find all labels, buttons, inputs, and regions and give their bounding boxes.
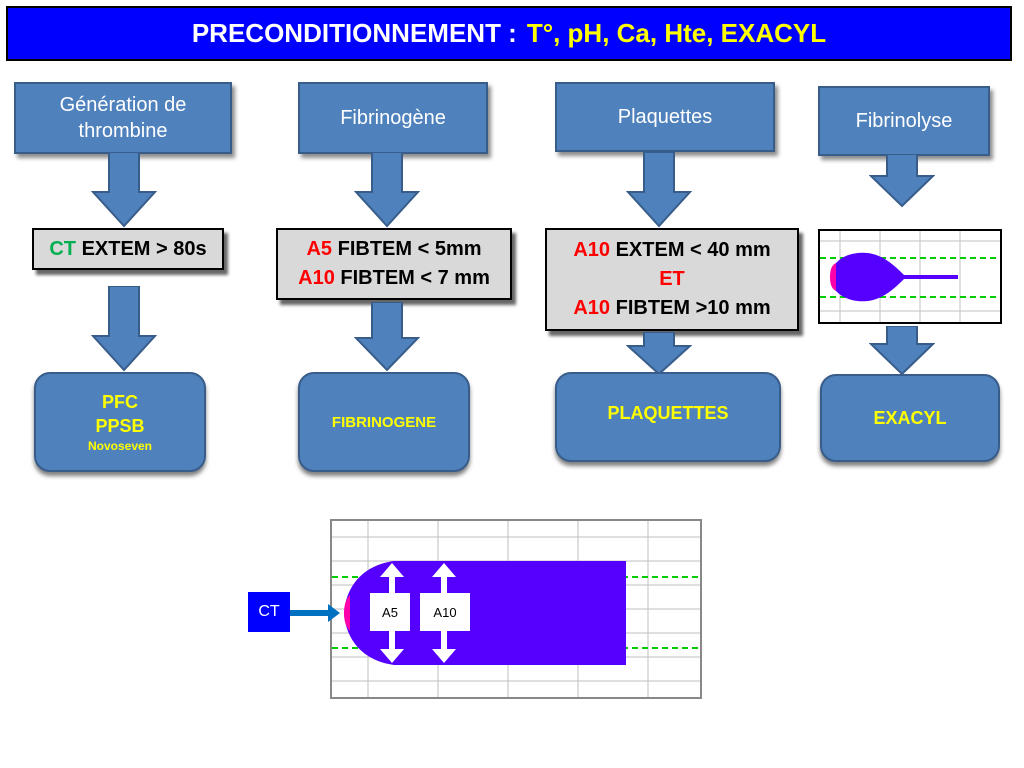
treatment-pfc: PFC [102,391,138,412]
title-highlight: T°, pH, Ca, Hte, EXACYL [526,18,827,48]
criteria-line: A5 FIBTEM < 5mm [306,235,481,264]
criteria-text: A10 [573,239,611,261]
down-arrow-icon [91,152,157,228]
criteria-line: A10 FIBTEM >10 mm [573,294,770,323]
criteria-text: FIBTEM < 5mm [332,238,482,260]
criteria-line: A10 EXTEM < 40 mm [573,236,770,265]
title-bar: PRECONDITIONNEMENT : T°, pH, Ca, Hte, EX… [6,6,1012,61]
criteria-text: FIBTEM >10 mm [610,297,771,319]
criteria-box-thrombin: CT EXTEM > 80s [32,228,224,270]
criteria-text: FIBTEM < 7 mm [334,267,490,289]
criteria-text: CT [49,237,77,260]
criteria-text: ET [659,268,685,290]
treatment-box-fibrinolysis: EXACYL [820,374,1000,462]
criteria-text: A10 [573,297,611,319]
down-arrow-icon [626,332,692,376]
treatment-box-fibrinogen: FIBRINOGENE [298,372,470,472]
treatment-box-platelets: PLAQUETTES [555,372,781,462]
ct-label: CT [248,592,290,632]
rotem-trace-diagram: A5 A10 [330,519,702,699]
fibrinolysis-trace-graphic [820,231,1000,322]
criteria-text: A10 [298,267,335,289]
criteria-text: EXTEM < 40 mm [610,239,771,261]
criteria-line: CT EXTEM > 80s [49,235,206,264]
treatment-novoseven: Novoseven [87,439,153,454]
category-thrombin-generation: Génération de thrombine [14,82,232,154]
right-arrow-icon [290,604,340,622]
category-label: Génération de thrombine [59,94,187,142]
treatment-plaquettes: PLAQUETTES [607,402,729,423]
category-label: Fibrinogène [340,107,446,129]
treatment-exacyl: EXACYL [873,407,947,428]
a5-label: A5 [370,593,410,631]
category-label: Plaquettes [617,106,713,128]
treatment-ppsb: PPSB [95,415,145,436]
down-arrow-icon [354,152,420,228]
category-platelets: Plaquettes [555,82,775,152]
a10-label: A10 [420,593,470,631]
criteria-text: A5 [306,238,333,260]
title-prefix: PRECONDITIONNEMENT : [191,18,517,48]
criteria-text: EXTEM > 80s [76,237,207,260]
treatment-fibrinogene: FIBRINOGENE [331,413,437,431]
category-fibrinolysis: Fibrinolyse [818,86,990,156]
down-arrow-icon [869,326,935,376]
category-fibrinogen: Fibrinogène [298,82,488,154]
category-label: Fibrinolyse [855,110,953,132]
treatment-box-thrombin: PFC PPSB Novoseven [34,372,206,472]
down-arrow-icon [869,154,935,208]
fibrinolysis-trace-thumbnail [818,229,1002,324]
down-arrow-icon [626,152,692,228]
down-arrow-icon [91,286,157,372]
criteria-box-platelets: A10 EXTEM < 40 mm ET A10 FIBTEM >10 mm [545,228,799,331]
criteria-line: A10 FIBTEM < 7 mm [298,264,490,293]
down-arrow-icon [354,302,420,372]
criteria-line: ET [659,265,685,294]
